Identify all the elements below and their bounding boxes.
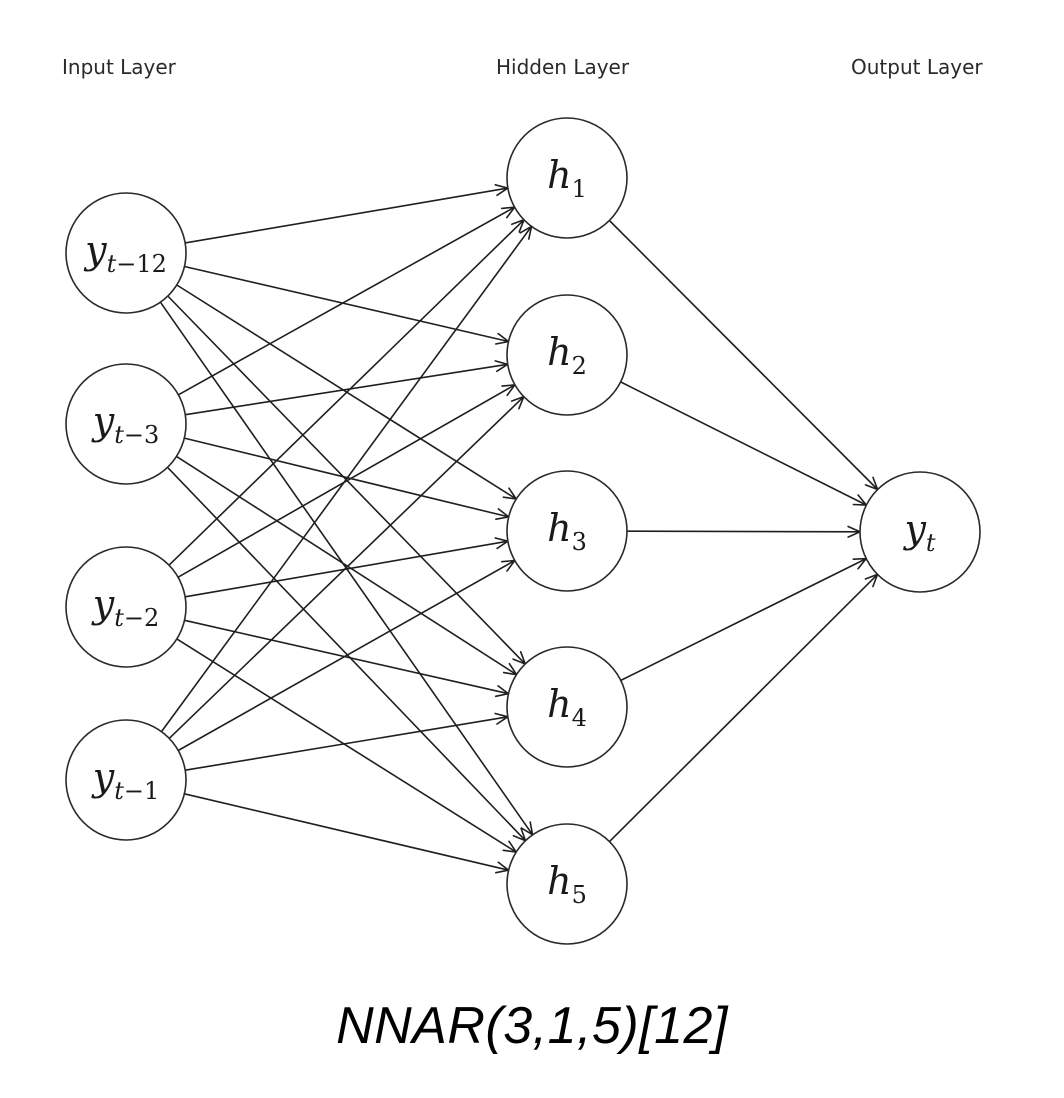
node-label: h2 bbox=[547, 330, 587, 380]
edge-line bbox=[184, 265, 509, 343]
edge-line bbox=[166, 466, 527, 842]
node-yt-12: yt−12 bbox=[65, 192, 187, 314]
edge-h2-to-yt bbox=[620, 381, 869, 506]
node-subscript: t−3 bbox=[114, 421, 159, 449]
edge-line bbox=[185, 187, 508, 244]
output-layer-label: Output Layer bbox=[851, 55, 983, 79]
node-label: yt−1 bbox=[91, 755, 160, 805]
node-subscript: 2 bbox=[572, 352, 587, 380]
node-circle bbox=[506, 294, 628, 416]
node-symbol: h bbox=[547, 506, 571, 550]
edge-yt-3-to-h2 bbox=[185, 360, 510, 416]
edge-yt-3-to-h5 bbox=[166, 466, 527, 843]
edge-line bbox=[626, 530, 861, 533]
edge-line bbox=[178, 206, 515, 396]
edge-line bbox=[176, 638, 517, 853]
node-symbol: h bbox=[547, 682, 571, 726]
edge-h1-to-yt bbox=[608, 219, 879, 491]
edge-yt-2-to-h4 bbox=[184, 619, 511, 698]
node-symbol: h bbox=[547, 330, 571, 374]
edge-h3-to-yt bbox=[626, 525, 862, 538]
node-circle bbox=[65, 546, 187, 668]
edge-line bbox=[184, 437, 509, 518]
node-label: yt−12 bbox=[83, 228, 167, 278]
node-circle bbox=[65, 719, 187, 841]
edge-line bbox=[620, 557, 867, 682]
node-symbol: h bbox=[547, 859, 571, 903]
node-h3: h3 bbox=[506, 470, 628, 592]
node-label: h3 bbox=[547, 506, 587, 556]
input-layer-label: Input Layer bbox=[62, 55, 177, 79]
node-symbol: y bbox=[91, 582, 115, 626]
arrowhead-icon bbox=[502, 840, 518, 854]
node-subscript: 1 bbox=[572, 175, 587, 203]
hidden-layer-label: Hidden Layer bbox=[496, 55, 630, 79]
edge-yt-12-to-h2 bbox=[184, 265, 511, 345]
node-label: h1 bbox=[547, 153, 587, 203]
arrowhead-icon bbox=[501, 559, 517, 572]
node-circle bbox=[506, 117, 628, 239]
arrowhead-icon bbox=[501, 383, 517, 397]
node-yt: yt bbox=[859, 471, 981, 593]
node-label: yt−2 bbox=[91, 582, 160, 632]
node-symbol: h bbox=[547, 153, 571, 197]
model-caption: NNAR(3,1,5)[12] bbox=[336, 997, 728, 1055]
edge-yt-1-to-h5 bbox=[184, 793, 511, 874]
edge-yt-12-to-h1 bbox=[185, 184, 510, 244]
node-subscript: t−2 bbox=[114, 604, 159, 632]
node-symbol: y bbox=[91, 399, 115, 443]
edge-line bbox=[185, 363, 508, 416]
edge-line bbox=[168, 396, 525, 739]
edge-h4-to-yt bbox=[620, 557, 868, 682]
node-h1: h1 bbox=[506, 117, 628, 239]
edge-line bbox=[608, 573, 879, 843]
edge-line bbox=[608, 219, 879, 491]
edge-yt-1-to-h4 bbox=[185, 712, 510, 771]
node-subscript: 3 bbox=[572, 528, 587, 556]
node-yt-2: yt−2 bbox=[65, 546, 187, 668]
node-label: h5 bbox=[547, 859, 587, 909]
arrowhead-icon bbox=[502, 487, 518, 501]
node-subscript: t−12 bbox=[107, 250, 167, 278]
edge-line bbox=[620, 381, 867, 506]
node-label: h4 bbox=[547, 682, 587, 732]
node-symbol: y bbox=[83, 228, 107, 272]
node-circle bbox=[65, 192, 187, 314]
node-yt-3: yt−3 bbox=[65, 363, 187, 485]
node-h4: h4 bbox=[506, 646, 628, 768]
edge-line bbox=[160, 225, 533, 733]
edge-line bbox=[177, 384, 516, 578]
edge-line bbox=[176, 455, 517, 676]
node-subscript: 5 bbox=[572, 881, 587, 909]
node-subscript: t−1 bbox=[114, 777, 159, 805]
node-circle bbox=[506, 470, 628, 592]
node-yt-1: yt−1 bbox=[65, 719, 187, 841]
node-symbol: y bbox=[902, 507, 926, 551]
arrowhead-icon bbox=[500, 206, 517, 219]
connection-edges bbox=[159, 184, 879, 874]
edge-line bbox=[177, 559, 516, 752]
edge-yt-2-to-h1 bbox=[168, 218, 526, 566]
node-label: yt bbox=[902, 507, 935, 557]
node-h5: h5 bbox=[506, 823, 628, 945]
edge-line bbox=[185, 716, 508, 771]
node-circle bbox=[506, 823, 628, 945]
edge-line bbox=[168, 219, 525, 566]
node-circle bbox=[859, 471, 981, 593]
edge-h5-to-yt bbox=[608, 573, 879, 843]
edge-yt-2-to-h5 bbox=[176, 638, 518, 854]
node-symbol: y bbox=[91, 755, 115, 799]
edge-line bbox=[184, 793, 509, 871]
node-circle bbox=[506, 646, 628, 768]
edge-line bbox=[184, 619, 509, 695]
node-subscript: t bbox=[926, 529, 936, 557]
node-subscript: 4 bbox=[572, 704, 587, 732]
node-label: yt−3 bbox=[91, 399, 160, 449]
node-h2: h2 bbox=[506, 294, 628, 416]
node-circle bbox=[65, 363, 187, 485]
arrowhead-icon bbox=[502, 662, 519, 676]
edge-line bbox=[184, 540, 509, 598]
